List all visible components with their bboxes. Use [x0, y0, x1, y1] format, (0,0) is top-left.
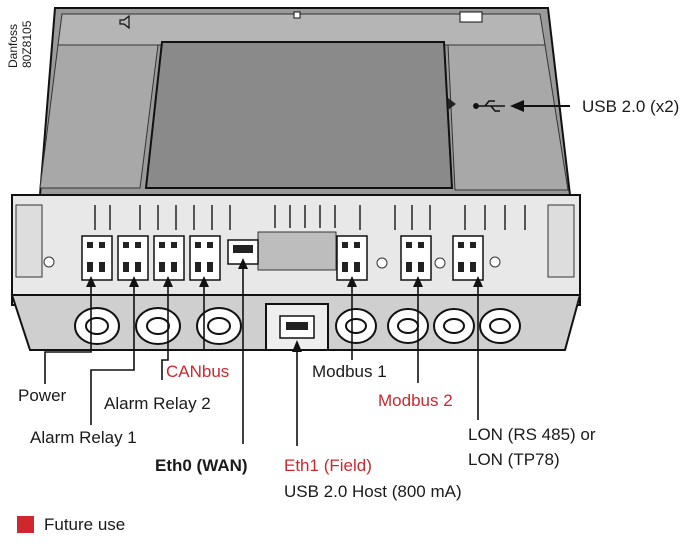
cable-glands [74, 307, 521, 345]
label-usb-host: USB 2.0 Host (800 mA) [284, 482, 462, 501]
terminal-modbus-1 [336, 235, 368, 281]
terminal-modbus-2 [400, 235, 432, 281]
doc-code-line1: Danfoss [6, 23, 20, 68]
brand-logo [459, 11, 483, 23]
terminal-alarm-relay-1 [117, 235, 149, 281]
label-usb: USB 2.0 (x2) [582, 97, 680, 116]
screw-bosses [43, 256, 501, 269]
label-canbus: CANbus [166, 362, 230, 381]
document-code: Danfoss 80Z8105 [6, 8, 46, 68]
usb-icon [473, 100, 505, 112]
speaker-icon [119, 14, 130, 30]
label-modbus-1: Modbus 1 [312, 362, 387, 381]
indicator-square [293, 11, 301, 19]
leader-lines [44, 266, 479, 446]
center-block [257, 231, 337, 271]
housing-left-panel [39, 44, 159, 189]
terminal-canbus [189, 235, 221, 281]
label-lon-2: LON (TP78) [468, 450, 560, 469]
label-modbus-2: Modbus 2 [378, 391, 453, 410]
label-alarm-relay-1: Alarm Relay 1 [30, 428, 137, 447]
label-eth0: Eth0 (WAN) [155, 456, 248, 475]
label-power: Power [18, 386, 67, 405]
terminal-lon [452, 235, 484, 281]
left-bracket [15, 204, 43, 278]
label-alarm-relay-2: Alarm Relay 2 [104, 394, 211, 413]
label-lon-1: LON (RS 485) or [468, 425, 596, 444]
terminal-alarm-relay-2 [153, 235, 185, 281]
label-eth1: Eth1 (Field) [284, 456, 372, 475]
legend-swatch [17, 516, 34, 533]
display-window [144, 41, 454, 189]
usb-port-notch [448, 98, 456, 110]
eth1-port-contacts [286, 322, 308, 330]
usb-arrowhead [510, 100, 524, 112]
doc-code-line2: 80Z8105 [20, 20, 34, 68]
terminal-power [81, 235, 113, 281]
ventilation-ribs [94, 205, 526, 230]
legend-future-use: Future use [44, 515, 126, 534]
leader-arrowheads [86, 258, 483, 352]
housing-right-panel [447, 44, 569, 191]
right-bracket [547, 204, 575, 278]
terminal-screws [87, 242, 476, 272]
